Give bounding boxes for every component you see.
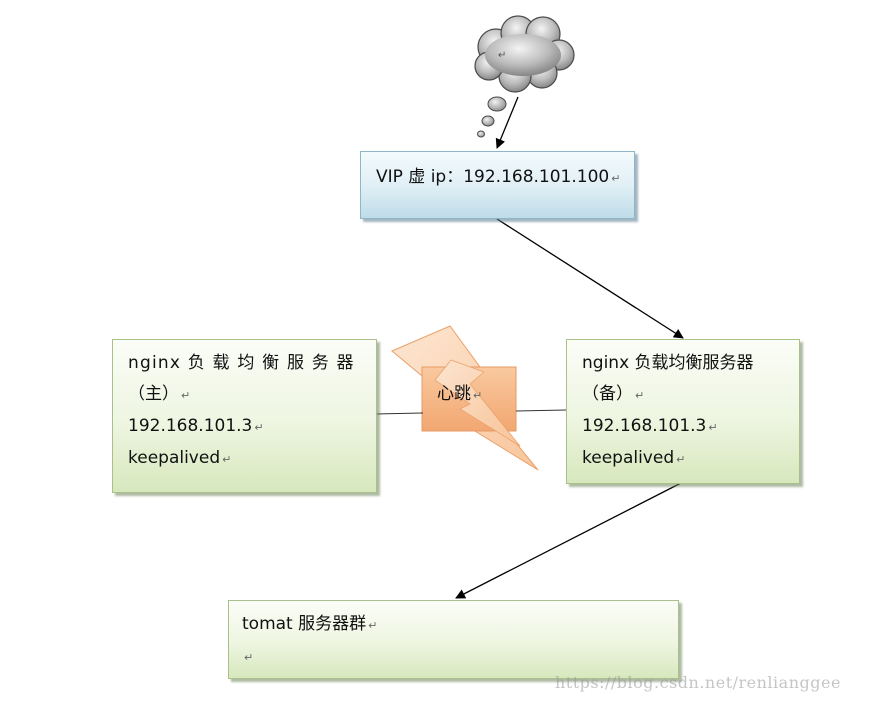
- thought-bubbles: [477, 96, 507, 138]
- heartbeat-label: 心跳↵: [437, 384, 483, 404]
- backup-ip: 192.168.101.3: [582, 416, 707, 436]
- paragraph-mark: ↵: [244, 651, 254, 664]
- arrow-cloud-to-vip: [495, 96, 519, 149]
- heartbeat-link-left: [376, 412, 424, 415]
- nginx-master-node: nginx 负 载 均 衡 服 务 器 （主）↵ 192.168.101.3↵ …: [112, 339, 377, 493]
- arrow-vip-to-backup: [496, 218, 684, 339]
- paragraph-mark: ↵: [676, 453, 686, 466]
- lightning-bolt-icon: [391, 325, 539, 471]
- paragraph-mark: ↵: [368, 619, 378, 632]
- backup-role: （备）: [582, 384, 633, 404]
- paragraph-mark: ↵: [635, 389, 645, 402]
- vip-address-text: VIP 虚 ip：192.168.101.100: [376, 167, 610, 187]
- vip-node: VIP 虚 ip：192.168.101.100↵: [360, 151, 635, 219]
- backup-software: keepalived: [582, 448, 675, 468]
- master-ip: 192.168.101.3: [128, 416, 253, 436]
- paragraph-mark: ↵: [181, 389, 191, 402]
- nginx-backup-node: nginx 负载均衡服务器 （备）↵ 192.168.101.3↵ keepal…: [566, 339, 800, 484]
- heartbeat-link-right: [515, 409, 567, 412]
- tomcat-title: tomat 服务器群: [242, 614, 367, 634]
- arrow-backup-to-tomcat: [455, 481, 684, 599]
- paragraph-mark: ↵: [611, 172, 621, 185]
- watermark-text: https://blog.csdn.net/renlianggee: [555, 673, 841, 692]
- cloud-icon: ↵: [474, 15, 575, 93]
- master-title: nginx 负 载 均 衡 服 务 器: [128, 353, 355, 373]
- paragraph-mark: ↵: [254, 421, 264, 434]
- cloud-paragraph-mark: ↵: [498, 50, 506, 61]
- tomcat-cluster-node: tomat 服务器群↵ ↵: [228, 600, 679, 679]
- master-role: （主）: [128, 384, 179, 404]
- paragraph-mark: ↵: [473, 389, 483, 402]
- paragraph-mark: ↵: [708, 421, 718, 434]
- backup-title: nginx 负载均衡服务器: [582, 353, 754, 373]
- paragraph-mark: ↵: [222, 453, 232, 466]
- master-software: keepalived: [128, 448, 221, 468]
